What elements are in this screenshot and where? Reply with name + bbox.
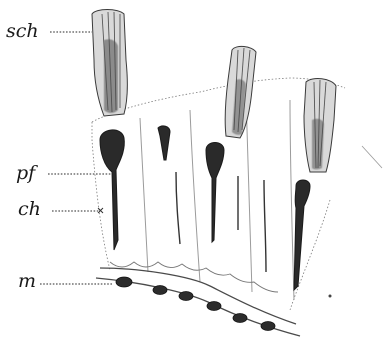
basal-nuclei xyxy=(116,277,275,331)
label-m: m xyxy=(18,272,36,291)
label-pf: pf xyxy=(16,164,35,183)
stray-dot xyxy=(329,295,332,298)
label-sch: sch xyxy=(6,22,39,41)
label-ch: ch xyxy=(18,200,41,219)
membrane-scallops xyxy=(110,262,278,292)
stray-stroke xyxy=(362,146,382,168)
faint-fibres xyxy=(176,172,266,272)
stained-fibres xyxy=(100,126,310,290)
